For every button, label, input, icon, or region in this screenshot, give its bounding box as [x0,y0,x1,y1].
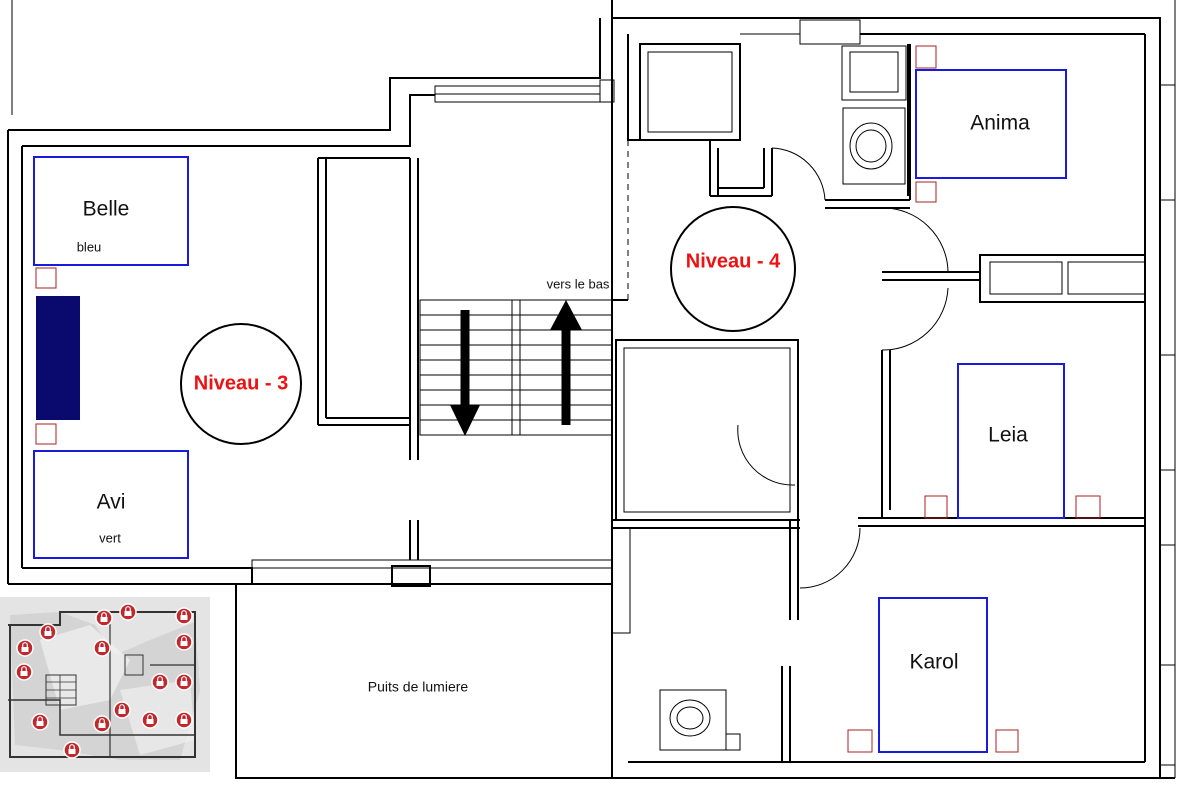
outer-walls-right [611,0,1176,779]
middle-closet [612,299,800,529]
lock-icon [93,639,111,657]
level-3-circle: Niveau - 3 [180,323,302,445]
lock-icon [151,673,169,691]
dark-panel [36,296,80,420]
lock-icon [93,715,111,733]
nightstand-markers [35,45,1101,753]
lock-icon [95,609,113,627]
dashed-line [611,0,629,300]
lock-icon [175,673,193,691]
lock-icon [16,639,34,657]
bathroom-top [841,44,909,196]
bed-karol [878,597,988,753]
bed-belle [33,156,189,266]
lock-icon [31,713,49,731]
lock-icon [15,663,33,681]
lock-icon [113,701,131,719]
staircase [419,299,613,436]
beds [33,69,1067,753]
lock-icon [63,741,81,759]
bed-avi [33,450,189,559]
svg-text:Niveau - 3: Niveau - 3 [194,372,288,394]
room-sub-belle: bleu [77,239,102,254]
window-top [434,79,615,103]
minimap [0,597,210,772]
closet-right [881,254,1146,351]
lock-icon [175,633,193,651]
lock-icon [175,711,193,729]
lock-icon [39,623,57,641]
room-label-belle: Belle [83,198,130,221]
lightwell-label: Puits de lumiere [368,679,469,695]
bottom-left [236,559,613,587]
lock-icon [141,711,159,729]
lock-icons [15,603,193,759]
bed-leia [957,363,1065,519]
lock-icon [119,603,137,621]
room-label-anima: Anima [970,112,1030,135]
lock-icon [175,607,193,625]
level-4-circle: Niveau - 4 [670,206,796,332]
room-label-karol: Karol [909,651,958,674]
anima-room [881,44,980,281]
closet-block [639,43,910,209]
left-rooms [317,157,419,560]
bed-anima [915,69,1067,179]
stairs-label: vers le bas [547,276,610,291]
room-label-avi: Avi [97,491,126,514]
room-label-leia: Leia [988,424,1028,447]
room-sub-avi: vert [99,530,121,545]
svg-text:Niveau - 4: Niveau - 4 [686,250,781,272]
bottom-bath [611,520,861,762]
